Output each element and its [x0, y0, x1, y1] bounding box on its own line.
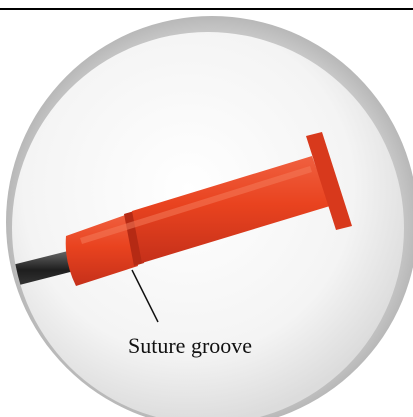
suture-groove-label: Suture groove	[128, 333, 252, 359]
